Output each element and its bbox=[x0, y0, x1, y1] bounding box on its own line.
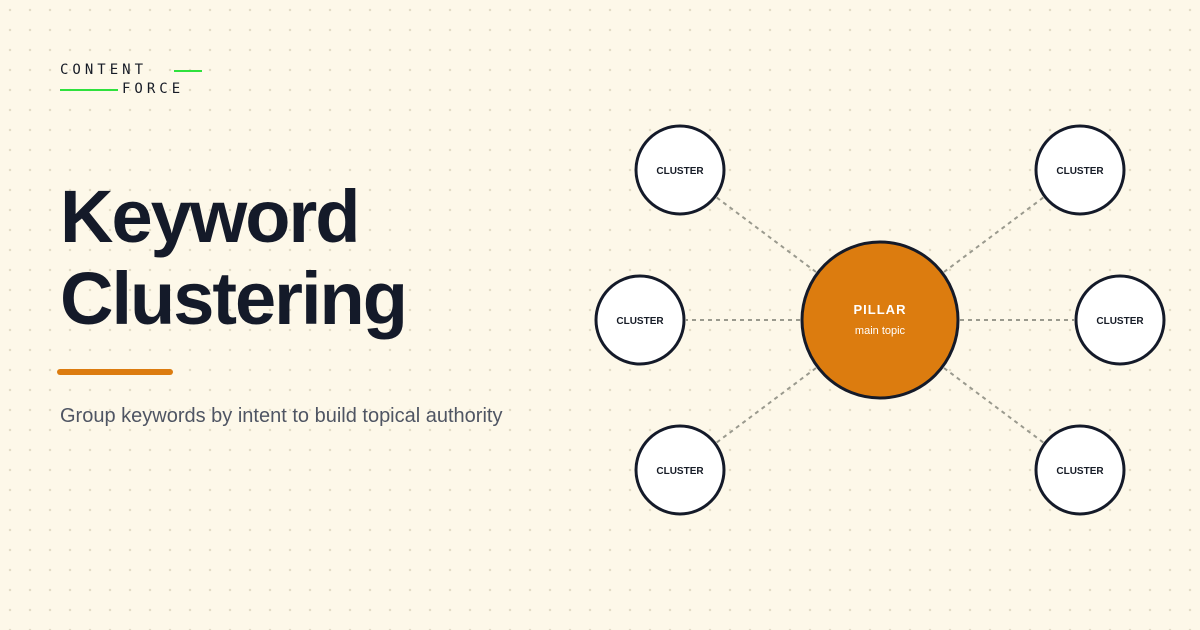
cluster-label: CLUSTER bbox=[1096, 316, 1144, 327]
brand-logo-line1: CONTENT bbox=[60, 62, 148, 78]
cluster-node-top-left: CLUSTER bbox=[634, 124, 726, 216]
cluster-nodes: CLUSTER CLUSTER CLUSTER CLUSTER CLUSTER CLUST… bbox=[594, 124, 1166, 516]
connector-bottom-left bbox=[716, 367, 817, 444]
cluster-circle bbox=[1034, 124, 1126, 216]
pillar-node: PILLAR main topic bbox=[800, 240, 960, 400]
cluster-label: CLUSTER bbox=[1056, 466, 1104, 477]
cluster-node-middle-left: CLUSTER bbox=[594, 274, 686, 366]
page-title: Keyword Clustering bbox=[60, 175, 408, 340]
brand-logo-line2: FORCE bbox=[122, 81, 185, 97]
cluster-circle bbox=[1074, 274, 1166, 366]
cluster-label: CLUSTER bbox=[1056, 166, 1104, 177]
cluster-node-bottom-left: CLUSTER bbox=[634, 424, 726, 516]
cluster-node-bottom-right: CLUSTER bbox=[1034, 424, 1126, 516]
brand-logo: CONTENT FORCE bbox=[60, 60, 210, 100]
cluster-node-middle-right: CLUSTER bbox=[1074, 274, 1166, 366]
cluster-circle bbox=[594, 274, 686, 366]
connector-top-left bbox=[716, 196, 817, 273]
title-accent-bar bbox=[57, 369, 173, 375]
pillar-label: PILLAR bbox=[854, 302, 907, 317]
cluster-circle bbox=[634, 124, 726, 216]
page-title-line2: Clustering bbox=[60, 257, 408, 340]
pillar-circle bbox=[800, 240, 960, 400]
brand-logo-dash-top bbox=[174, 70, 202, 72]
connector-top-right bbox=[943, 196, 1044, 273]
page-subtitle: Group keywords by intent to build topica… bbox=[60, 405, 503, 427]
cluster-label: CLUSTER bbox=[616, 316, 664, 327]
cluster-circle bbox=[1034, 424, 1126, 516]
cluster-circle bbox=[634, 424, 726, 516]
cluster-label: CLUSTER bbox=[656, 166, 704, 177]
cluster-label: CLUSTER bbox=[656, 466, 704, 477]
pillar-sublabel: main topic bbox=[855, 325, 906, 337]
brand-logo-dash-bottom bbox=[60, 89, 118, 91]
cluster-node-top-right: CLUSTER bbox=[1034, 124, 1126, 216]
connector-bottom-right bbox=[943, 367, 1044, 444]
page-title-line1: Keyword bbox=[60, 175, 361, 258]
connector-lines bbox=[686, 196, 1074, 444]
